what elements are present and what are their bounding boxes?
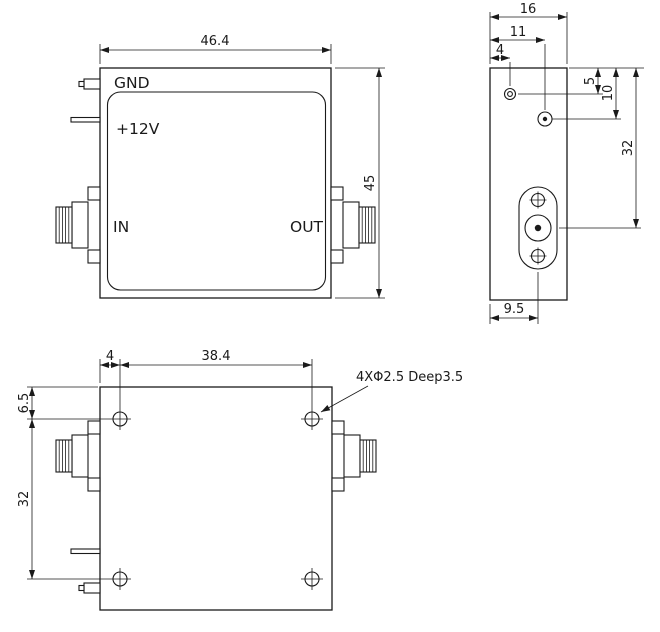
gnd-pin xyxy=(78,78,101,90)
connector-depth-value: 32 xyxy=(621,140,636,157)
dim-screw-edge-offset: 4 xyxy=(99,349,121,408)
power-feedthrough-wire xyxy=(70,116,101,123)
gnd-pin xyxy=(78,582,101,594)
thread-knurl xyxy=(58,440,70,472)
screw-cross xyxy=(109,408,131,430)
screw-cross xyxy=(109,568,131,590)
screw-vertical-span-value: 32 xyxy=(17,491,32,508)
side-width-value: 16 xyxy=(520,2,537,17)
connector-offset-value: 11 xyxy=(510,25,527,40)
dim-screw-top-offset: 6.5 xyxy=(17,386,109,420)
thread-knurl xyxy=(58,207,70,243)
leader-line xyxy=(320,385,369,413)
sma-connector-right xyxy=(331,420,377,492)
screw-span-value: 38.4 xyxy=(202,349,231,364)
gnd-label: GND xyxy=(114,74,150,92)
dim-connector-depth: 32 xyxy=(559,68,641,229)
gnd-pin-hole xyxy=(503,87,517,101)
hole-center-pin xyxy=(542,116,548,122)
dim-hole1-depth: 5 xyxy=(518,67,644,95)
hole-inner xyxy=(507,91,513,97)
connector-flange-tab xyxy=(87,477,101,492)
screw-edge-offset-value: 4 xyxy=(106,349,114,364)
connector-flange-tab xyxy=(87,420,101,435)
gnd-pin-cap xyxy=(78,80,85,88)
connector-flange-tab xyxy=(87,186,101,201)
dim-front-width: 46.4 xyxy=(99,34,332,64)
power-feedthrough-wire xyxy=(70,548,101,555)
screw-hole-top-left xyxy=(109,408,131,430)
dim-front-height: 45 xyxy=(335,67,385,299)
screw-cross xyxy=(301,568,323,590)
connector-nut xyxy=(71,201,89,249)
sma-connector-left xyxy=(55,186,101,264)
connector-side-offset-value: 9.5 xyxy=(504,302,525,317)
front-cover-panel xyxy=(106,91,327,291)
thread-knurl xyxy=(361,207,373,243)
connector-flange-tab xyxy=(331,477,345,492)
dim-screw-span: 38.4 xyxy=(120,349,313,408)
connector-thread xyxy=(55,206,73,244)
connector-flange-tab xyxy=(330,186,344,201)
sma-connector-left xyxy=(55,420,101,492)
dim-side-width: 16 xyxy=(489,2,568,64)
screw-top-offset-value: 6.5 xyxy=(17,393,32,414)
connector-thread xyxy=(359,439,377,473)
screw-hole-bottom-right xyxy=(301,568,323,590)
gnd-pin-body xyxy=(83,78,101,90)
hole1-depth-value: 5 xyxy=(583,77,598,85)
dim-connector-side-offset: 9.5 xyxy=(489,272,539,324)
connector-nut xyxy=(343,434,361,478)
sma-connector-side xyxy=(518,186,558,270)
connector-thread xyxy=(358,206,376,244)
dim-hole-offset: 4 xyxy=(490,43,511,86)
hole-outer xyxy=(503,87,517,101)
connector-flange-tab xyxy=(331,420,345,435)
connector-center-pin xyxy=(534,224,542,232)
screw-hole-bottom-left xyxy=(109,568,131,590)
gnd-pin-body xyxy=(83,582,101,594)
drill-note: 4XΦ2.5 Deep3.5 xyxy=(320,370,463,413)
side-view: 16 11 4 5 10 32 9.5 xyxy=(489,2,644,324)
power-label: +12V xyxy=(116,120,160,138)
front-width-value: 46.4 xyxy=(201,34,230,49)
screw-cross xyxy=(529,191,547,209)
screw-cross xyxy=(529,247,547,265)
hole2-depth-value: 10 xyxy=(601,85,616,102)
thread-knurl xyxy=(362,440,374,472)
connector-nut xyxy=(71,434,89,478)
connector-flange-tab xyxy=(87,249,101,264)
dim-screw-vertical-span: 32 xyxy=(17,419,109,580)
bottom-enclosure-outline xyxy=(99,386,333,611)
hole-offset-value: 4 xyxy=(496,43,504,58)
connector-thread xyxy=(55,439,73,473)
front-height-value: 45 xyxy=(363,175,378,192)
bottom-view: 4 38.4 6.5 32 4XΦ2.5 Deep3.5 xyxy=(17,349,463,611)
front-enclosure-outline xyxy=(99,67,332,299)
in-label: IN xyxy=(113,218,129,236)
dim-hole2-depth: 10 xyxy=(552,68,621,120)
screw-hole-top-right xyxy=(301,408,323,430)
out-label: OUT xyxy=(290,218,324,236)
screw-cross xyxy=(301,408,323,430)
front-view: GND +12V IN OUT 46.4 45 xyxy=(55,34,385,299)
connector-nut xyxy=(342,201,360,249)
sma-connector-right xyxy=(330,186,376,264)
drill-note-text: 4XΦ2.5 Deep3.5 xyxy=(356,370,463,385)
gnd-pin-cap xyxy=(78,584,85,592)
dim-connector-offset: 11 xyxy=(490,25,546,110)
connector-barrel xyxy=(524,214,552,242)
connector-flange-tab xyxy=(330,249,344,264)
